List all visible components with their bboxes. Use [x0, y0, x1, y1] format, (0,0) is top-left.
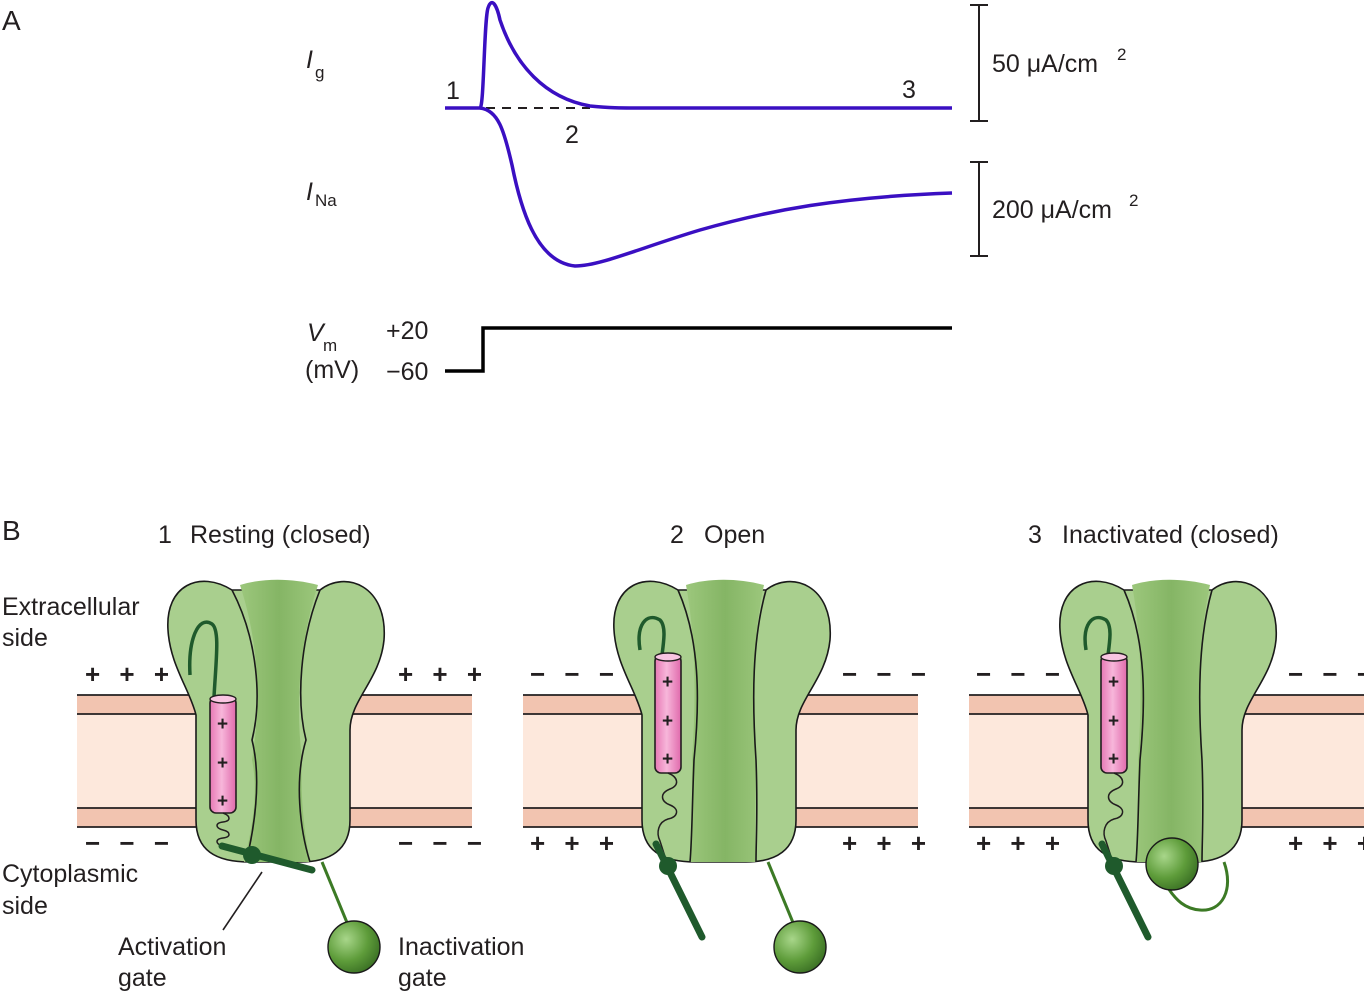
vm-trace [445, 326, 952, 373]
cytoplasmic-label-line1: Cytoplasmic [2, 860, 138, 888]
svg-text:+: + [1108, 672, 1119, 693]
svg-text:+: + [1108, 711, 1119, 732]
state-3-number: 3 [1028, 521, 1042, 549]
ina-scale-bar [970, 161, 988, 257]
inactivation-gate [320, 861, 381, 974]
state-1-title: Resting (closed) [190, 521, 371, 549]
extracellular-label-line1: Extracellular [2, 593, 140, 621]
marker-3: 3 [902, 76, 916, 104]
inactivation-gate [766, 861, 827, 974]
state-resting: 1 Resting (closed) + + + + + + − − − − −… [77, 521, 488, 974]
outer-charge: + + + [85, 659, 175, 689]
ig-trace [445, 1, 952, 110]
state-inactivated: 3 Inactivated (closed) − − − − − − + + +… [969, 521, 1364, 941]
ina-subscript: Na [315, 191, 337, 210]
inner-charge-right: − − − [398, 828, 488, 858]
cytoplasmic-label-line2: side [2, 892, 48, 920]
state-3-title: Inactivated (closed) [1062, 521, 1279, 549]
outer-charge-right: + + + [398, 659, 488, 689]
svg-text:+: + [217, 714, 228, 735]
vm-unit: (mV) [305, 356, 359, 384]
marker-1: 1 [446, 77, 460, 105]
svg-text:+: + [662, 672, 673, 693]
ig-label: I [306, 46, 313, 74]
outer-charge-right: − − − [1288, 659, 1364, 689]
ig-scale-exponent: 2 [1117, 45, 1126, 64]
state-1-number: 1 [158, 521, 172, 549]
voltage-sensor: + + + [1100, 652, 1128, 774]
panel-b: B Extracellular side Cytoplasmic side Ac… [2, 515, 1364, 992]
svg-text:+: + [662, 749, 673, 770]
outer-charge: − − − [976, 659, 1066, 689]
activation-gate-label-line2: gate [118, 964, 167, 992]
state-open: 2 Open − − − − − − + + + + + + [523, 521, 932, 974]
marker-2: 2 [565, 121, 579, 149]
vm-subscript: m [323, 336, 337, 355]
activation-gate-label-line1: Activation [118, 933, 226, 961]
vm-label: V [307, 319, 326, 347]
inactivation-gate-label-line1: Inactivation [398, 933, 524, 961]
svg-text:+: + [217, 753, 228, 774]
ig-scale-bar [970, 4, 988, 122]
vm-high-value: +20 [386, 317, 428, 345]
voltage-sensor: + + + [209, 694, 237, 814]
panel-a-label: A [2, 5, 21, 36]
activation-gate [218, 842, 316, 874]
ina-trace [479, 106, 953, 268]
vm-low-value: −60 [386, 358, 428, 386]
inner-charge: + + + [976, 828, 1066, 858]
voltage-sensor: + + + [654, 652, 682, 774]
sodium-channel [613, 579, 831, 863]
activation-gate-pointer [222, 871, 263, 931]
outer-charge: − − − [530, 659, 620, 689]
outer-charge-right: − − − [842, 659, 932, 689]
inner-charge: − − − [85, 828, 175, 858]
svg-text:+: + [662, 711, 673, 732]
inner-charge-right: + + + [1288, 828, 1364, 858]
ina-scale-exponent: 2 [1129, 191, 1138, 210]
inner-charge: + + + [530, 828, 620, 858]
inactivation-gate-label-line2: gate [398, 964, 447, 992]
svg-text:+: + [1108, 749, 1119, 770]
inner-charge-right: + + + [842, 828, 932, 858]
state-2-number: 2 [670, 521, 684, 549]
ig-subscript: g [315, 63, 324, 82]
activation-gate [652, 840, 706, 941]
sodium-channel [1059, 579, 1277, 863]
ina-label: I [306, 178, 313, 206]
ig-scale-label: 50 μA/cm [992, 50, 1098, 78]
ina-scale-label: 200 μA/cm [992, 196, 1112, 224]
inactivation-gate [1145, 837, 1230, 912]
state-2-title: Open [704, 521, 765, 549]
svg-text:+: + [217, 791, 228, 812]
panel-b-label: B [2, 515, 21, 546]
extracellular-label-line2: side [2, 624, 48, 652]
activation-gate [1098, 840, 1152, 941]
panel-a: A I g I Na V m (mV) +20 −60 1 2 3 50 μA/… [2, 1, 1138, 386]
